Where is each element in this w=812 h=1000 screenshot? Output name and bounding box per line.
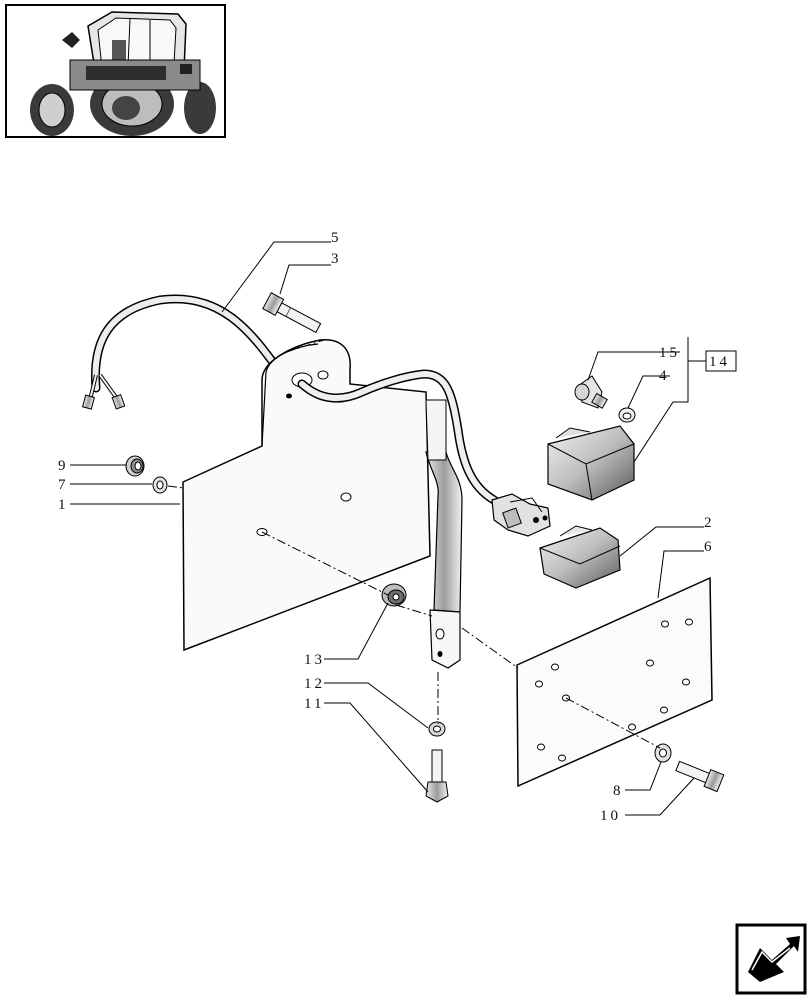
callout-3: 3 [331,251,342,267]
washer-7 [152,476,168,494]
bulb-15 [574,375,608,409]
wire-connector [491,493,551,537]
callout-2: 2 [704,515,715,531]
bolt-11 [425,749,449,803]
next-page-arrow-icon[interactable] [735,923,807,995]
license-plate-bracket [182,339,431,652]
callout-4: 4 [659,368,670,384]
leader-lines [70,241,706,816]
bolt-3 [262,292,322,334]
nut-12 [428,721,446,737]
license-plate-6 [516,576,713,788]
callout-13: 13 [304,652,325,668]
callout-box-14 [705,350,737,372]
lamp-lens-2 [539,525,621,589]
callout-14: 14 [709,354,730,370]
spacer-13 [381,583,407,607]
tractor-thumbnail [5,4,226,138]
tractor-cab-icon [62,11,201,91]
callout-15: 15 [659,345,680,361]
callout-8: 8 [613,783,624,799]
support-post [425,399,463,669]
cable-harness [81,294,305,410]
callout-9: 9 [58,458,69,474]
callout-labels: 5 3 15 4 14 9 7 1 2 6 13 12 11 8 10 [58,230,730,824]
assembly-center-lines [167,339,661,749]
bolt-10 [675,760,725,793]
lamp-assembly-14 [547,425,635,501]
callout-10: 10 [600,808,621,824]
washer-8 [654,743,672,763]
callout-12: 12 [304,676,325,692]
nut-9 [125,455,145,477]
callout-1: 1 [58,497,69,513]
callout-11: 11 [304,696,324,712]
callout-5: 5 [331,230,342,246]
cable-to-connector [297,369,499,505]
callout-7: 7 [58,477,69,493]
bulb-holder-4 [618,407,636,423]
callout-6: 6 [704,539,715,555]
